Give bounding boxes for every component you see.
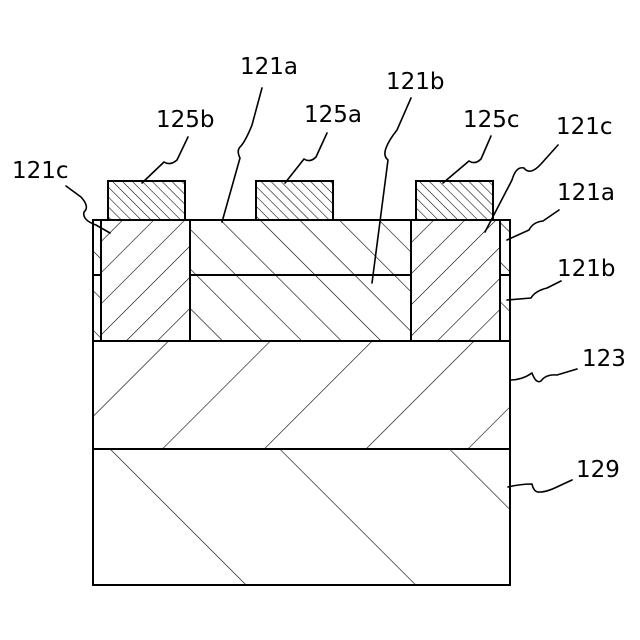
label-125b: 125b bbox=[156, 107, 215, 133]
label-121c-right: 121c bbox=[556, 114, 613, 140]
electrode-125a bbox=[256, 181, 333, 220]
edge-strip-left-top bbox=[93, 220, 101, 275]
region-121c-left bbox=[101, 220, 190, 341]
leader-121b-right bbox=[507, 281, 561, 300]
leader-125b bbox=[142, 137, 188, 183]
edge-strip-right-top bbox=[500, 220, 510, 275]
leader-129 bbox=[508, 480, 572, 492]
electrode-125b bbox=[108, 181, 185, 220]
label-121b-right: 121b bbox=[557, 256, 616, 282]
label-121c-left: 121c bbox=[12, 158, 69, 184]
electrode-125c bbox=[416, 181, 493, 220]
region-121a-middle bbox=[190, 220, 411, 275]
label-121a-top: 121a bbox=[240, 54, 298, 80]
region-121b-middle bbox=[190, 275, 411, 341]
leader-125c bbox=[443, 136, 491, 183]
layer-123 bbox=[93, 341, 510, 449]
label-125c: 125c bbox=[463, 107, 520, 133]
label-125a: 125a bbox=[304, 102, 362, 128]
leader-125a bbox=[285, 133, 327, 183]
edge-strip-right-bottom bbox=[500, 275, 510, 341]
label-129: 129 bbox=[576, 457, 620, 483]
leader-121a-right bbox=[507, 210, 559, 240]
leader-123 bbox=[510, 369, 577, 382]
label-121a-right: 121a bbox=[557, 180, 615, 206]
region-121c-right bbox=[411, 220, 500, 341]
label-123: 123 bbox=[582, 346, 626, 372]
edge-strip-left-bottom bbox=[93, 275, 101, 341]
label-121b-top: 121b bbox=[386, 69, 445, 95]
layer-129 bbox=[93, 449, 510, 585]
